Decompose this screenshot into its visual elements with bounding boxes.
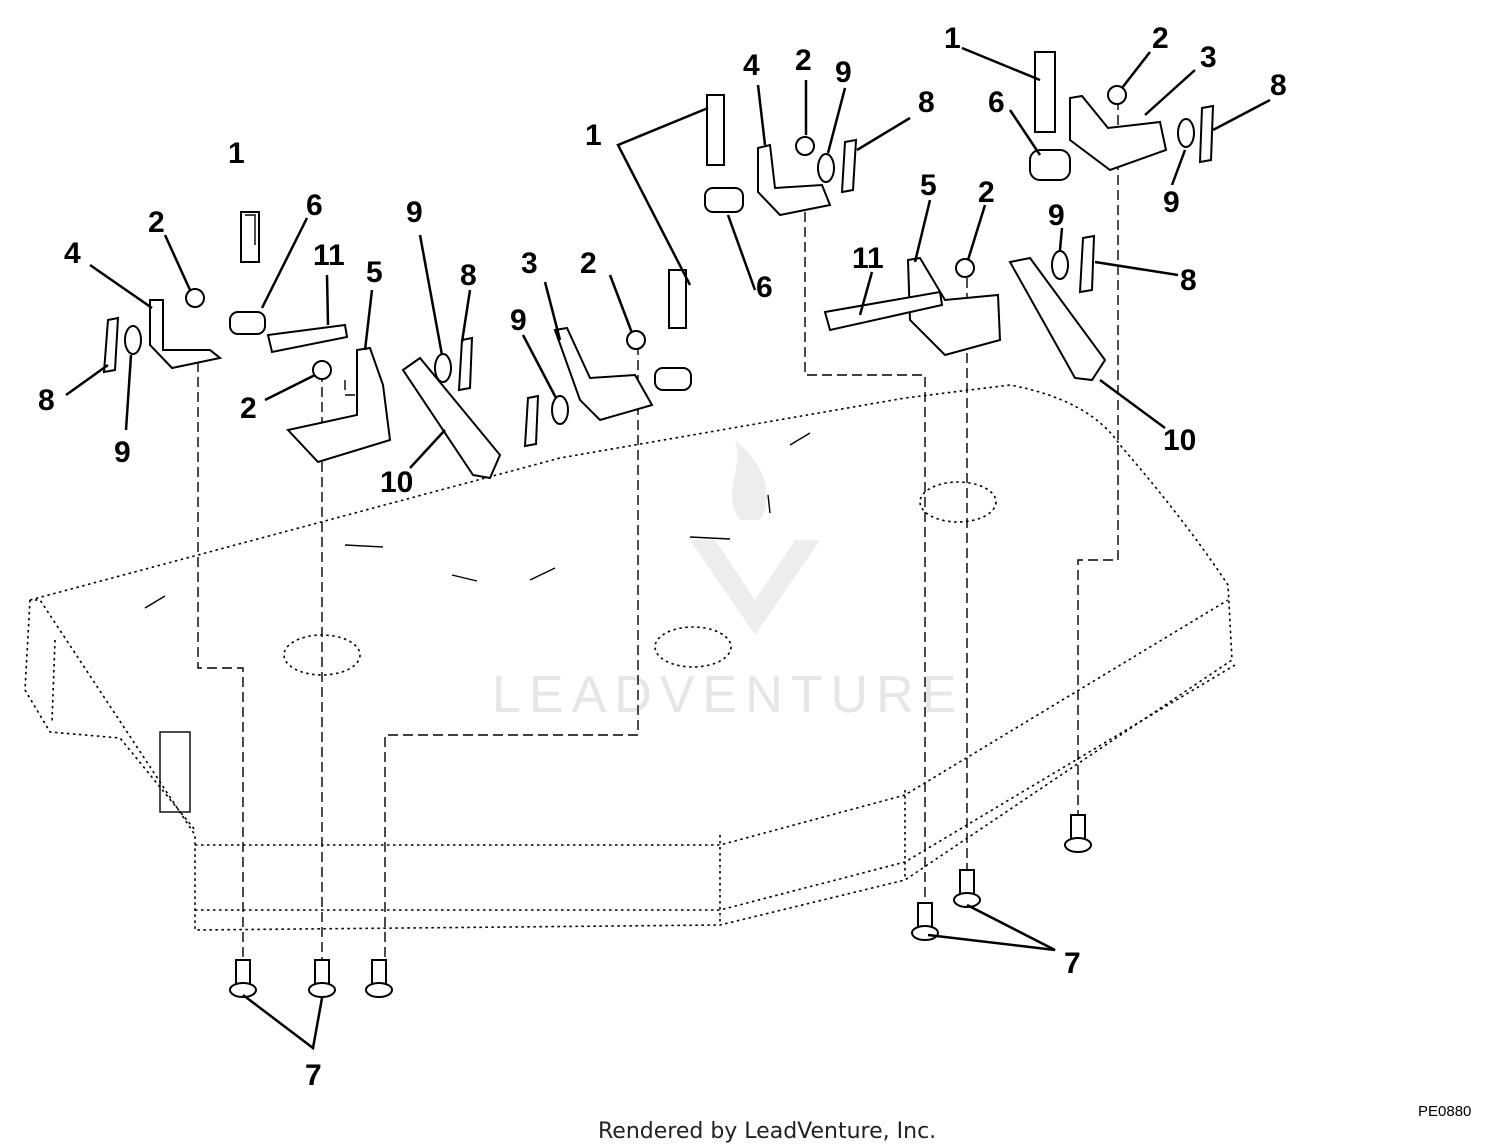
clevis-pin-11: [266, 323, 349, 354]
callout-3: 3: [1200, 41, 1217, 74]
hex-nut: [626, 330, 646, 350]
washer-9: [551, 395, 569, 425]
callout-2: 2: [240, 392, 257, 425]
hairpin-8: [102, 316, 120, 374]
clevis-pin-1: [240, 211, 260, 263]
bracket-3: [553, 326, 654, 422]
callout-9: 9: [1163, 186, 1180, 219]
watermark-text: LEADVENTURE: [492, 666, 964, 724]
left-hitch-group: [102, 211, 502, 480]
leadventure-watermark: LEADVENTURE: [492, 440, 964, 724]
link-10: [401, 356, 502, 480]
bolt: [229, 959, 257, 998]
hairpin-8: [1078, 234, 1096, 294]
clevis-pin-1: [668, 269, 687, 329]
callout-7: 7: [305, 1059, 322, 1092]
callout-5: 5: [366, 256, 383, 289]
callout-8: 8: [1180, 264, 1197, 297]
hairpin-8: [1198, 104, 1215, 164]
middle-hitch-group: [523, 94, 858, 448]
clevis-pin-1: [1034, 51, 1056, 133]
mower-deck: [24, 384, 1236, 931]
callout-2: 2: [978, 176, 995, 209]
callout-9: 9: [510, 304, 527, 337]
callout-1: 1: [228, 137, 245, 170]
clevis-pin-1: [706, 94, 725, 166]
bolt: [953, 869, 981, 908]
callout-9: 9: [114, 436, 131, 469]
clevis-pin-11: [823, 290, 944, 332]
callouts: 1 2 4 6 11 5 2 8 9 9 8 10 3 2 9 1 6 4 2 …: [38, 22, 1287, 1092]
pin-6: [1029, 149, 1071, 181]
leader-lines: [65, 46, 1271, 1051]
callout-9: 9: [406, 196, 423, 229]
bolt: [365, 959, 393, 998]
bolt: [308, 959, 336, 998]
callout-6: 6: [988, 86, 1005, 119]
callout-8: 8: [1270, 69, 1287, 102]
callout-2: 2: [148, 206, 165, 239]
callout-4: 4: [64, 237, 81, 270]
callout-3: 3: [521, 247, 538, 280]
bracket-5: [906, 256, 1002, 357]
callout-6: 6: [756, 271, 773, 304]
hex-nut: [955, 258, 975, 278]
right-hitch-group: [823, 51, 1215, 382]
hex-nut: [795, 136, 815, 156]
callout-5: 5: [920, 169, 937, 202]
washer-9: [434, 353, 452, 383]
callout-10: 10: [1163, 424, 1196, 457]
pin-6: [704, 187, 744, 213]
diagram-code: PE0880: [1418, 1103, 1471, 1120]
callout-1: 1: [944, 22, 961, 55]
washer-9: [1051, 250, 1069, 280]
callout-2: 2: [1152, 22, 1169, 55]
callout-7: 7: [1064, 947, 1081, 980]
alignment-lines: [197, 100, 1119, 985]
hairpin-8: [840, 138, 858, 194]
rendered-by-credit: Rendered by LeadVenture, Inc.: [598, 1119, 936, 1144]
callout-2: 2: [795, 44, 812, 77]
callout-9: 9: [835, 56, 852, 89]
pin-6: [654, 367, 692, 391]
hex-nut: [1107, 85, 1127, 105]
callout-4: 4: [743, 49, 760, 82]
hex-nut: [185, 288, 205, 308]
bolts-7: [229, 814, 1092, 998]
callout-2: 2: [580, 247, 597, 280]
hairpin-8: [457, 336, 474, 392]
washer-9: [1177, 118, 1195, 148]
callout-11: 11: [313, 239, 345, 272]
callout-11: 11: [852, 242, 884, 275]
hex-nut: [312, 360, 332, 380]
callout-8: 8: [918, 86, 935, 119]
callout-6: 6: [306, 189, 323, 222]
bracket-5: [286, 346, 392, 464]
bolt: [911, 902, 939, 941]
callout-8: 8: [38, 384, 55, 417]
callout-8: 8: [460, 259, 477, 292]
callout-1: 1: [585, 119, 602, 152]
washer-9: [124, 325, 142, 355]
bracket-4: [149, 299, 223, 370]
washer-9: [817, 153, 835, 183]
callout-9: 9: [1048, 199, 1065, 232]
bracket-3: [1069, 94, 1168, 172]
link-10: [1008, 256, 1107, 382]
hairpin-8: [523, 394, 540, 448]
pin-6: [229, 311, 266, 335]
bracket-4: [757, 143, 832, 217]
bolt: [1064, 814, 1092, 853]
callout-10: 10: [380, 466, 413, 499]
